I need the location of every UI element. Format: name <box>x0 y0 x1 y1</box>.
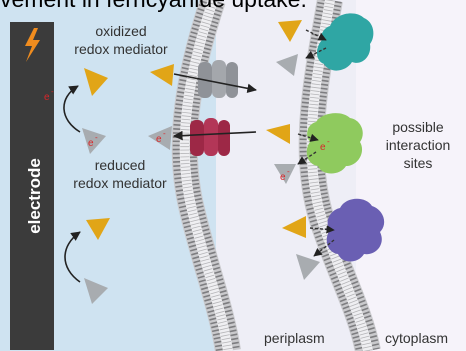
caption-text: vement in ferricyanide uptake. <box>0 0 466 12</box>
svg-text:e: e <box>44 92 50 103</box>
svg-text:-: - <box>163 129 166 138</box>
possible-label-line1: possible <box>392 119 444 135</box>
cytoplasm-label: cytoplasm <box>385 330 448 346</box>
svg-text:e: e <box>88 138 94 149</box>
possible-label-line3: sites <box>404 155 433 171</box>
periplasm-label: periplasm <box>264 330 325 346</box>
svg-text:-: - <box>95 133 98 142</box>
svg-text:-: - <box>327 137 330 146</box>
svg-text:e: e <box>156 134 162 145</box>
membrane-channel-icon <box>198 60 238 98</box>
possible-label-line2: interaction <box>386 137 451 153</box>
electrode-label: electrode <box>25 158 44 234</box>
membrane-channel-red-icon <box>190 118 230 156</box>
svg-text:e: e <box>320 142 326 153</box>
svg-text:e: e <box>280 172 286 183</box>
svg-text:-: - <box>51 87 54 96</box>
svg-text:-: - <box>287 167 290 176</box>
oxidized-label-line2: redox mediator <box>74 41 168 57</box>
reduced-label-line1: reduced <box>95 157 146 173</box>
reduced-label-line2: redox mediator <box>73 175 167 191</box>
oxidized-label-line1: oxidized <box>95 23 146 39</box>
cytoplasm-region <box>356 0 466 351</box>
